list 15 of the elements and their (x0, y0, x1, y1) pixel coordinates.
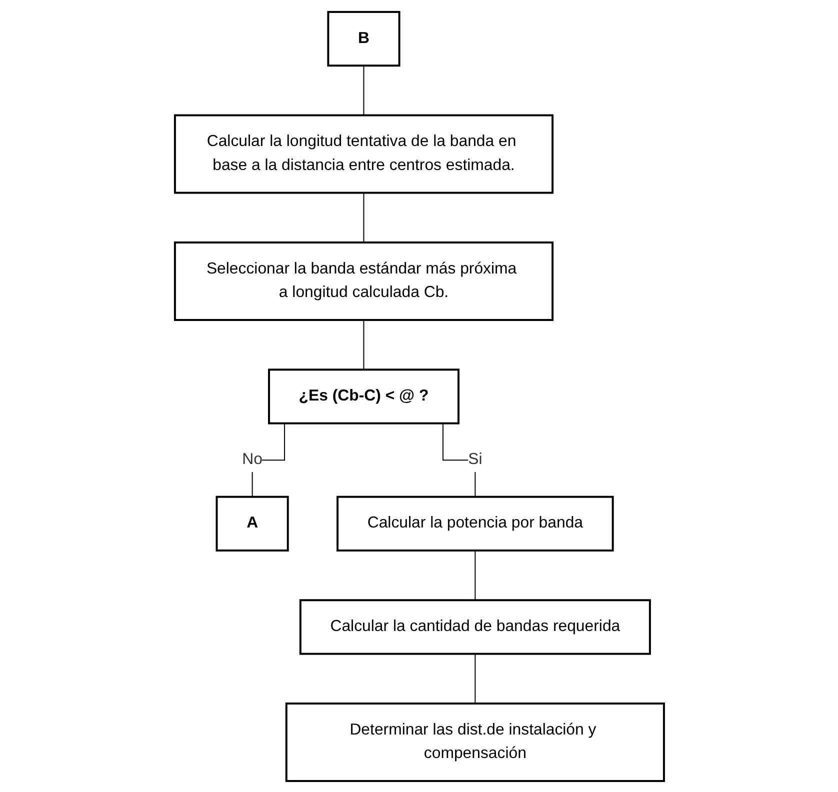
node-box: B (326, 10, 400, 66)
node-box: Calcular la potencia por banda (336, 495, 614, 551)
connector (474, 550, 476, 600)
connector (362, 64, 364, 116)
node-box: Calcular la longitud tentativa de la banda en base a la distancia entre centros estimada. (174, 114, 554, 194)
connector (362, 319, 364, 370)
node-box: Determinar las dist.de instalación y compensación (284, 702, 664, 782)
node-box: Calcular la cantidad de bandas requerida (298, 598, 650, 654)
edge-label: No (242, 450, 262, 468)
node-box: A (215, 495, 288, 551)
connector (474, 652, 476, 704)
connector (362, 192, 364, 242)
edge-label: Si (468, 450, 482, 468)
node-box: ¿Es (Cb-C) < @ ? (268, 368, 460, 424)
node-box: Seleccionar la banda estándar más próxima a longitud calculada Cb. (174, 241, 554, 320)
